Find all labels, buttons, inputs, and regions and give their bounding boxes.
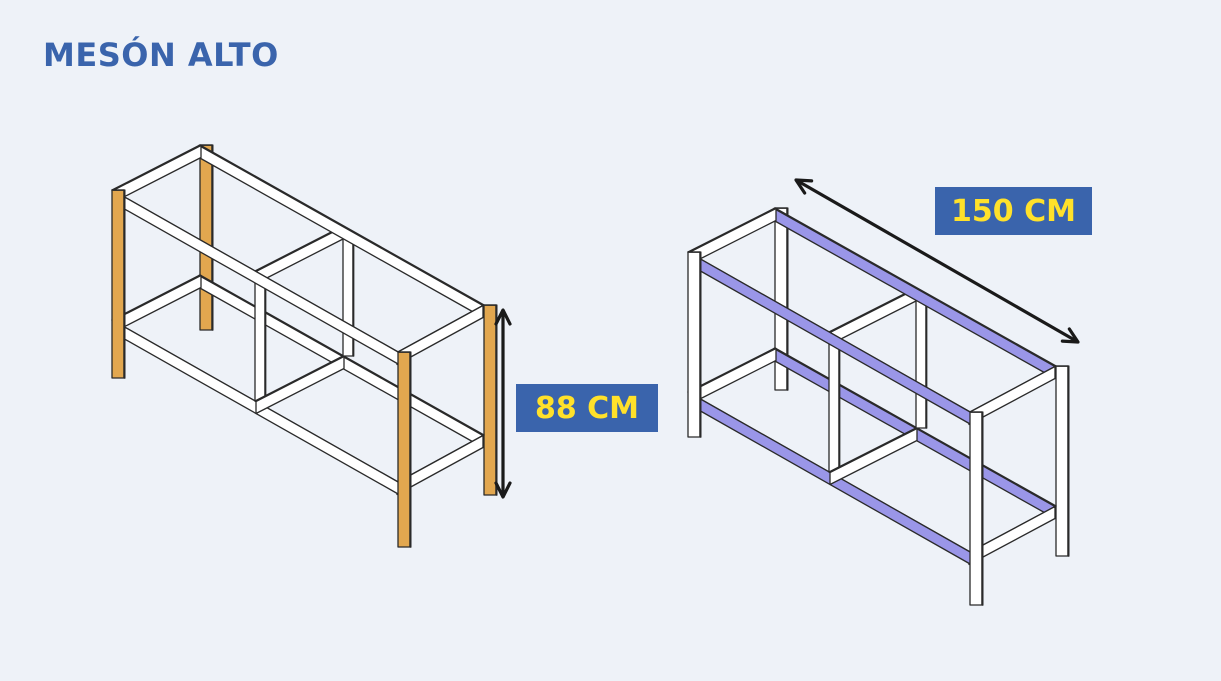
- front-right-leg-side: [981, 411, 984, 606]
- lower-right-rail-face: [968, 505, 1056, 566]
- front-right-leg-front: [397, 351, 411, 548]
- page-title: MESÓN ALTO: [43, 36, 279, 74]
- front-right-leg-side: [409, 351, 412, 548]
- front-left-leg-side: [699, 251, 702, 438]
- upper-right-rail-face: [396, 304, 484, 366]
- back-left-leg-side: [211, 144, 214, 331]
- mid-bottom-rail-face: [255, 355, 345, 415]
- length-dimension-label: 150 CM: [935, 187, 1092, 235]
- upper-left-rail-face: [688, 207, 777, 266]
- front-left-leg-front: [111, 189, 125, 379]
- left-frame-drawing: [111, 144, 498, 548]
- lower-right-rail-face: [396, 434, 484, 496]
- length-arrow-head-start: [1060, 327, 1080, 344]
- length-arrow-head-end: [794, 178, 814, 195]
- mid-top-rail-face: [255, 225, 345, 285]
- mid-front-post-side: [264, 282, 267, 402]
- height-dimension-label: 88 CM: [516, 384, 658, 432]
- back-left-leg-front: [199, 144, 213, 331]
- mid-back-post-side: [925, 299, 928, 429]
- upper-back-rail-face: [198, 144, 484, 319]
- lower-left-rail-face: [112, 274, 202, 334]
- mid-front-post-front: [254, 282, 266, 402]
- length-arrow-line: [795, 178, 1079, 344]
- dimension-arrows: [494, 178, 1080, 499]
- front-right-leg-front: [969, 411, 983, 606]
- front-left-leg-front: [687, 251, 701, 438]
- front-left-leg-side: [123, 189, 126, 379]
- back-right-leg-side: [495, 304, 498, 496]
- upper-left-rail-face: [112, 144, 202, 204]
- upper-right-rail-face: [968, 365, 1056, 426]
- mid-front-post-front: [828, 343, 840, 473]
- mid-back-post-front: [915, 299, 927, 429]
- mid-bottom-rail-face: [829, 427, 918, 486]
- right-frame-drawing: [687, 207, 1070, 606]
- height-arrow-head-end: [494, 308, 512, 326]
- back-right-leg-front: [483, 304, 497, 496]
- mid-top-rail-face: [829, 287, 918, 346]
- height-arrow-head-start: [494, 481, 512, 499]
- back-right-leg-front: [1055, 365, 1069, 557]
- mid-front-post-side: [838, 343, 841, 473]
- back-right-leg-side: [1067, 365, 1070, 557]
- lower-left-rail-face: [688, 347, 777, 406]
